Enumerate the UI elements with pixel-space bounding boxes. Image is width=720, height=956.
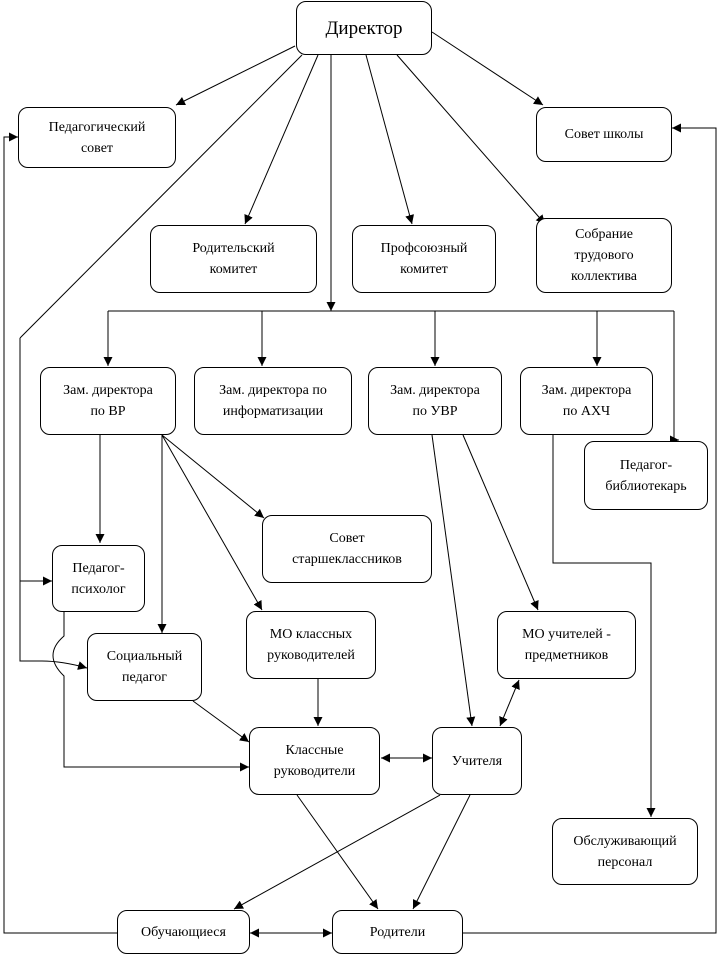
- senior-council-box: Совет старшеклассников: [262, 515, 432, 583]
- arrow-left-rail-social: [19, 581, 88, 670]
- class-teachers-box: Классные руководители: [249, 727, 380, 795]
- labor-meeting-box: Собрание трудового коллектива: [536, 218, 672, 293]
- deputy-uvr-box: Зам. директора по УВР: [368, 367, 502, 435]
- arrow-vr-senior-council: [161, 434, 265, 519]
- arrow-social-class-teachers: [192, 700, 250, 743]
- arrow-uvr-teachers: [431, 434, 476, 727]
- trade-union-box: Профсоюзный комитет: [352, 225, 496, 293]
- arrow-students-ped-council: [3, 132, 117, 934]
- arrow-director-parent-committee: [244, 54, 319, 225]
- arrow-parents-school-council: [463, 123, 717, 934]
- social-teacher-box: Социальный педагог: [87, 633, 202, 701]
- arrow-uvr-mo-subject: [462, 434, 539, 611]
- psychologist-box: Педагог- психолог: [52, 545, 145, 612]
- arrow-mo-subject-teachers: [499, 679, 520, 727]
- arrow-bus-librarian: [670, 311, 679, 445]
- parents-box: Родители: [332, 910, 463, 954]
- students-box: Обучающиеся: [117, 910, 250, 954]
- deputy-informatization-box: Зам. директора по информатизации: [194, 367, 352, 435]
- pedagogical-council-box: Педагогический совет: [18, 107, 176, 168]
- librarian-box: Педагог- библиотекарь: [584, 441, 708, 510]
- arrow-director-labor-meeting: [396, 54, 546, 225]
- arrow-director-school-council: [431, 31, 544, 106]
- service-staff-box: Обслуживающий персонал: [552, 818, 698, 885]
- arrow-psychologist-class-teachers: [52, 612, 249, 772]
- school-council-box: Совет школы: [536, 107, 672, 162]
- arrow-ahch-service-staff: [552, 435, 656, 817]
- arrow-vr-mo-class: [161, 434, 263, 611]
- parent-committee-box: Родительский комитет: [150, 225, 317, 293]
- arrow-director-ped-council: [175, 45, 296, 106]
- director-box: Директор: [296, 1, 432, 55]
- arrow-director-trade-union: [365, 54, 414, 225]
- deputy-vr-box: Зам. директора по ВР: [40, 367, 176, 435]
- teachers-box: Учителя: [432, 727, 522, 795]
- mo-subject-teachers-box: МО учителей - предметников: [497, 611, 636, 679]
- arrow-class-teachers-parents: [296, 794, 379, 910]
- mo-class-teachers-box: МО классных руководителей: [246, 611, 376, 679]
- deputy-ahch-box: Зам. директора по АХЧ: [520, 367, 653, 435]
- line-director-to-psychologist: [19, 54, 303, 339]
- arrow-teachers-parents: [412, 794, 471, 910]
